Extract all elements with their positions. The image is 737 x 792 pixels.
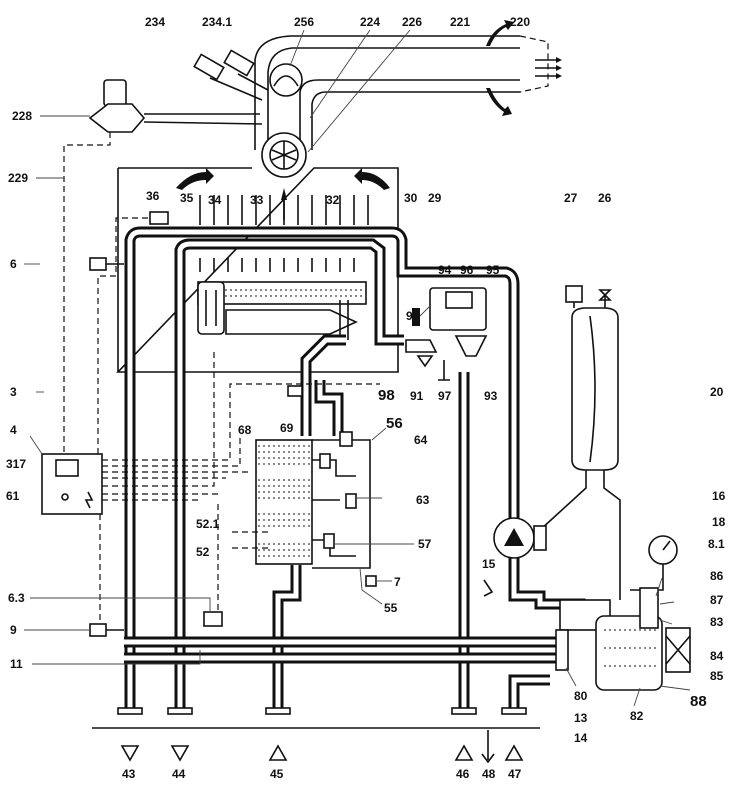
label-228: 228	[12, 109, 32, 123]
plate-heat-exchanger	[255, 385, 377, 587]
label-91: 91	[410, 389, 424, 403]
label-9: 9	[10, 623, 17, 637]
label-88: 88	[690, 693, 707, 710]
label-18: 18	[712, 515, 726, 529]
label-30: 30	[404, 191, 418, 205]
label-16: 16	[712, 489, 726, 503]
label-229: 229	[8, 171, 28, 185]
control-box	[41, 217, 380, 630]
label-47: 47	[508, 767, 522, 781]
label-3: 3	[10, 385, 17, 399]
label-6: 6	[10, 257, 17, 271]
label-82: 82	[630, 709, 644, 723]
label-224: 224	[360, 15, 380, 29]
pressure-gauge	[630, 535, 678, 591]
label-11: 11	[10, 657, 23, 671]
connection-stubs	[117, 707, 527, 764]
label-69: 69	[280, 421, 294, 435]
label-95: 95	[486, 263, 500, 277]
label-56: 56	[386, 415, 403, 432]
label-48: 48	[482, 767, 496, 781]
label-14: 14	[574, 731, 588, 745]
label-33: 33	[250, 193, 264, 207]
expansion-vessel	[539, 285, 621, 600]
label-85: 85	[710, 669, 724, 683]
label-234: 234	[145, 15, 165, 29]
label-93: 93	[484, 389, 498, 403]
label-98: 98	[378, 387, 395, 404]
label-86: 86	[710, 569, 724, 583]
label-68: 68	[238, 423, 252, 437]
label-96: 96	[460, 263, 474, 277]
label-52-1: 52.1	[196, 517, 220, 531]
fan-assembly	[193, 49, 307, 220]
label-256: 256	[294, 15, 314, 29]
label-6-3: 6.3	[8, 591, 25, 605]
labels: 234 234.1 256 224 226 221 220 228 229 36…	[6, 15, 726, 781]
label-4: 4	[10, 423, 17, 437]
label-7: 7	[394, 575, 401, 589]
label-61: 61	[6, 489, 20, 503]
label-20: 20	[710, 385, 724, 399]
label-97: 97	[438, 389, 452, 403]
label-32: 32	[326, 193, 340, 207]
label-8-1: 8.1	[708, 537, 725, 551]
label-44: 44	[172, 767, 186, 781]
combustion-chamber	[116, 167, 399, 373]
label-52: 52	[196, 545, 210, 559]
leader-lines	[24, 29, 691, 707]
label-29: 29	[428, 191, 442, 205]
label-317: 317	[6, 457, 26, 471]
label-34: 34	[208, 193, 222, 207]
label-46: 46	[456, 767, 470, 781]
label-55: 55	[384, 601, 398, 615]
label-26: 26	[598, 191, 612, 205]
gas-valve	[405, 287, 488, 381]
label-45: 45	[270, 767, 284, 781]
label-220: 220	[510, 15, 530, 29]
label-63: 63	[416, 493, 430, 507]
label-43: 43	[122, 767, 136, 781]
label-35: 35	[180, 191, 194, 205]
pump-18	[493, 517, 547, 559]
diverter-valve	[555, 587, 691, 691]
label-27: 27	[564, 191, 578, 205]
label-94: 94	[438, 263, 452, 277]
label-234-1: 234.1	[202, 15, 232, 29]
label-221: 221	[450, 15, 470, 29]
label-80: 80	[574, 689, 588, 703]
pressure-switch-228	[63, 79, 263, 455]
label-15: 15	[482, 557, 496, 571]
label-57: 57	[418, 537, 432, 551]
label-83: 83	[710, 615, 724, 629]
label-84: 84	[710, 649, 724, 663]
label-64: 64	[414, 433, 428, 447]
label-87: 87	[710, 593, 724, 607]
pipework	[124, 226, 586, 710]
label-13: 13	[574, 711, 588, 725]
label-90: 90	[406, 309, 420, 323]
label-226: 226	[402, 15, 422, 29]
sensors	[89, 211, 494, 637]
flue-duct	[254, 20, 562, 150]
label-36: 36	[146, 189, 160, 203]
